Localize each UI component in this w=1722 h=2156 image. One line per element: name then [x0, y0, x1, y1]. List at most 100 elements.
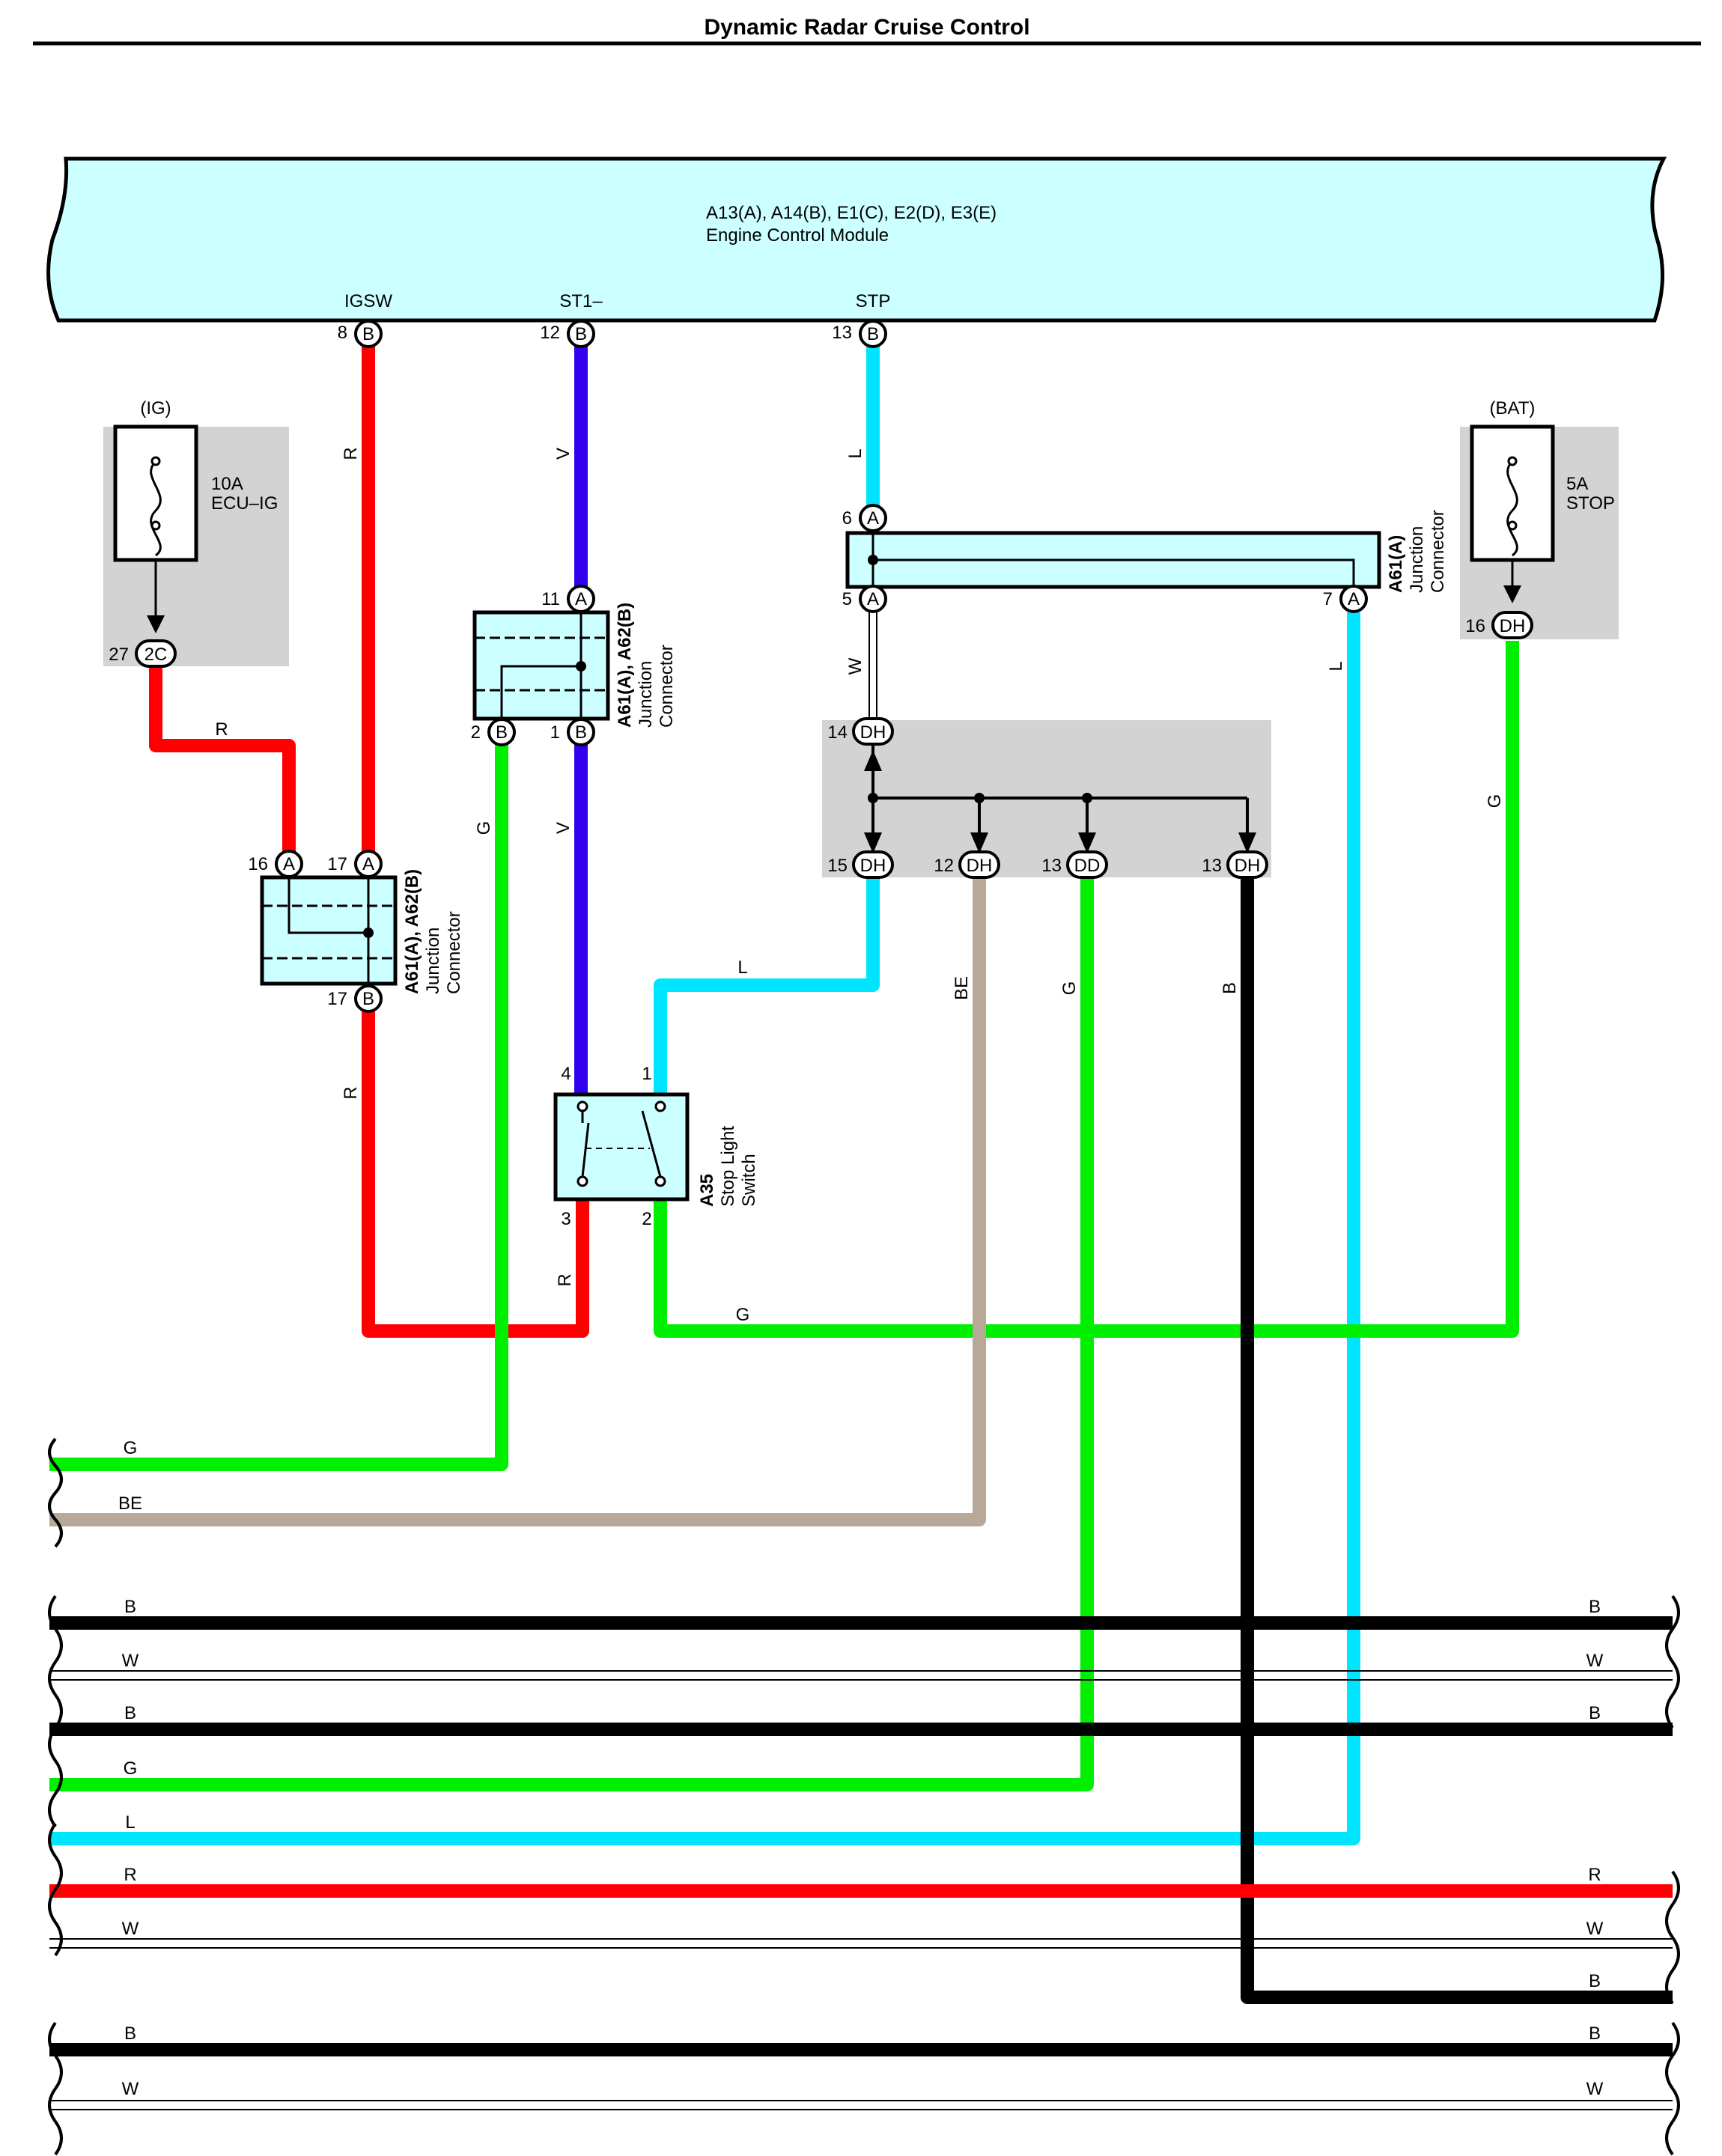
pin-num: 12	[540, 323, 560, 343]
bus-left-label: G	[124, 1758, 138, 1779]
fuse-ig-body	[113, 424, 198, 562]
pin-num: 16	[1465, 616, 1485, 636]
fuse-bat-rating: 5A	[1566, 474, 1588, 494]
switch-name2: Switch	[739, 1154, 759, 1207]
junction-connector-right: 6 A 5 A 7 A A61(A) Junction Connector	[842, 504, 1448, 613]
wire-beige	[49, 877, 986, 1526]
wire-blue-sw	[654, 877, 880, 1093]
engine-control-module: A13(A), A14(B), E1(C), E2(D), E3(E) Engi…	[46, 156, 1667, 323]
bus-left-label: B	[124, 1703, 136, 1723]
fuse-bat-group: (BAT)	[1490, 398, 1536, 418]
pin-num: 5	[842, 589, 852, 609]
pin-num: 17	[327, 989, 347, 1009]
pin-num: 13	[832, 323, 852, 343]
fuse-ig: (IG) 10A ECU–IG 27 2C	[109, 398, 278, 668]
wire-label: W	[845, 657, 865, 674]
wire-blue-right	[49, 612, 1360, 1845]
fuse-bat-body	[1470, 424, 1555, 562]
ecm-name: Engine Control Module	[706, 225, 889, 246]
edge-breaks	[48, 1437, 1680, 2156]
pin-num: 13	[1202, 856, 1222, 876]
bus-right-label: B	[1589, 1703, 1601, 1723]
wire-label: BE	[952, 976, 972, 1000]
bus-left-label: B	[124, 1597, 136, 1617]
pin-conn: B	[575, 324, 587, 344]
wire-label: B	[1220, 982, 1240, 994]
pin-circle	[567, 320, 595, 348]
pin-conn: DH	[860, 722, 886, 743]
wire-label: G	[474, 821, 494, 835]
jc-left-name1: Junction	[423, 928, 443, 994]
ecm-pin-name-igsw: IGSW	[344, 291, 392, 311]
pin-conn: B	[867, 324, 879, 344]
wire-green-jc	[49, 732, 508, 1471]
wire-label: G	[1485, 794, 1505, 808]
jc-right-name1: Junction	[1407, 526, 1427, 593]
bus-labels: G BE B B W W B B G L R R W W B B B W W	[118, 1438, 1604, 2099]
pin-num: 27	[109, 645, 129, 665]
pin-conn: A	[575, 589, 587, 609]
pin-num: 2	[471, 722, 481, 743]
junction-connector-mid: 11 A 2 B 1 B A61(A), A62(B) Junction Con…	[471, 585, 677, 746]
bus-left-label: W	[122, 2079, 139, 2099]
wire-red-fuse	[149, 668, 296, 862]
pin-conn: B	[575, 722, 587, 743]
jc-mid-code: A61(A), A62(B)	[615, 603, 635, 728]
pin-num: 14	[827, 722, 848, 743]
ecm-code: A13(A), A14(B), E1(C), E2(D), E3(E)	[706, 203, 997, 223]
pin-oval	[1491, 611, 1533, 639]
pin-oval	[135, 639, 177, 668]
wires	[49, 334, 1673, 2110]
pin-num: 6	[842, 508, 852, 529]
bus-left-label: W	[122, 1919, 139, 1939]
jc-right-name2: Connector	[1428, 510, 1448, 593]
pin-conn: A	[283, 854, 295, 874]
fuse-bat-name: STOP	[1566, 493, 1615, 514]
wire-green-dd	[49, 877, 1094, 1791]
wire-label: R	[341, 447, 361, 460]
fuse-ig-name: ECU–IG	[211, 493, 278, 514]
wire-black-dh	[1241, 877, 1673, 2004]
wire-labels: R R R R V V G L W L G L BE G B G	[215, 447, 1505, 1325]
pin-conn: A	[867, 589, 879, 609]
pin-num: 1	[642, 1064, 651, 1084]
pin-conn: B	[362, 989, 374, 1009]
pin-num: 3	[561, 1209, 571, 1229]
pin-conn: A	[362, 854, 374, 874]
bus-right-label: W	[1586, 1651, 1604, 1671]
bus-right-label: R	[1588, 1865, 1601, 1885]
fuse-ig-rating: 10A	[211, 474, 243, 494]
pin-num: 15	[827, 856, 848, 876]
pin-num: 11	[541, 589, 560, 609]
ecm-pin-name-stp: STP	[856, 291, 891, 311]
wire-label: G	[736, 1305, 750, 1325]
bus-right-label: B	[1589, 2023, 1601, 2044]
bus-left-label: B	[124, 2023, 136, 2044]
pin-num: 7	[1323, 589, 1333, 609]
pin-conn: DH	[967, 856, 993, 876]
page-title: Dynamic Radar Cruise Control	[704, 15, 1029, 40]
pin-conn: B	[362, 324, 374, 344]
jc-mid-name2: Connector	[657, 645, 677, 728]
pin-conn: DH	[1235, 856, 1261, 876]
bus-left-label: R	[124, 1865, 136, 1885]
wire-label: V	[553, 822, 574, 834]
pin-num: 2	[642, 1209, 651, 1229]
pin-conn: B	[496, 722, 508, 743]
wire-label: G	[1059, 981, 1080, 996]
pin-num: 17	[327, 854, 347, 874]
fuse-bat-element	[1506, 460, 1518, 557]
pin-circle	[859, 320, 887, 348]
wire-red-bottom	[362, 999, 589, 1338]
pin-conn: DH	[860, 856, 886, 876]
pin-num: 16	[248, 854, 268, 874]
pin-conn: DD	[1074, 856, 1101, 876]
wire-label: L	[737, 957, 747, 978]
pin-conn: A	[867, 508, 879, 529]
switch-code: A35	[697, 1174, 717, 1207]
wire-label: L	[1326, 661, 1346, 671]
bus-right-label: B	[1589, 1971, 1601, 1991]
jc-mid-name1: Junction	[636, 661, 656, 728]
bus-left-label: L	[125, 1812, 135, 1833]
